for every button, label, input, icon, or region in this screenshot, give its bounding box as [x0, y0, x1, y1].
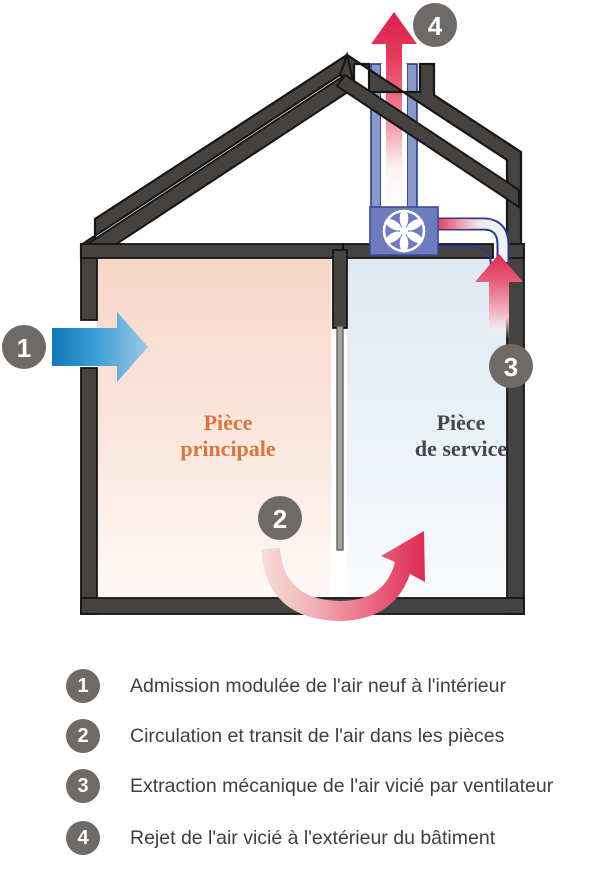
- marker-4-number: 4: [428, 11, 443, 41]
- legend-text-3: Extraction mécanique de l'air vicié par …: [130, 774, 554, 797]
- ventilator-fan-unit: [369, 206, 439, 256]
- legend-badge-4: 4: [66, 821, 100, 855]
- room-service-label-line1: Pièce: [437, 410, 486, 435]
- marker-4[interactable]: 4: [413, 3, 457, 47]
- legend-item-2[interactable]: 2 Circulation et transit de l'air dans l…: [66, 712, 600, 760]
- room-label-main: Pièce principale: [180, 410, 276, 461]
- legend: 1 Admission modulée de l'air neuf à l'in…: [0, 658, 600, 875]
- room-main-label-line1: Pièce: [204, 410, 253, 435]
- legend-item-4[interactable]: 4 Rejet de l'air vicié à l'extérieur du …: [66, 814, 600, 862]
- legend-text-2: Circulation et transit de l'air dans les…: [130, 724, 505, 747]
- partition-wall: [332, 249, 348, 329]
- arrow-air-intake: [52, 312, 148, 382]
- legend-item-1[interactable]: 1 Admission modulée de l'air neuf à l'in…: [66, 662, 600, 710]
- marker-2[interactable]: 2: [258, 496, 302, 540]
- room-main: [97, 258, 331, 610]
- marker-1[interactable]: 1: [2, 325, 46, 369]
- room-service-label-line2: de service: [415, 436, 507, 461]
- arrow-air-transfer: [261, 531, 425, 621]
- room-main-label-line2: principale: [180, 436, 276, 461]
- roof-beams: [81, 73, 520, 260]
- marker-1-number: 1: [17, 333, 31, 363]
- arrow-mechanical-extraction: [475, 254, 523, 338]
- legend-text-1: Admission modulée de l'air neuf à l'inté…: [130, 674, 506, 697]
- marker-3[interactable]: 3: [489, 344, 533, 388]
- fan-blades-icon: [385, 209, 423, 253]
- legend-badge-1: 1: [66, 669, 100, 703]
- house-structure: [80, 243, 525, 615]
- room-label-service: Pièce de service: [415, 410, 507, 461]
- legend-badge-2: 2: [66, 719, 100, 753]
- extraction-duct: [432, 217, 510, 267]
- legend-badge-3: 3: [66, 769, 100, 803]
- marker-2-number: 2: [273, 504, 287, 534]
- door-undercut: [336, 325, 344, 551]
- marker-3-number: 3: [504, 352, 518, 382]
- legend-item-3[interactable]: 3 Extraction mécanique de l'air vicié pa…: [66, 762, 600, 810]
- legend-text-4: Rejet de l'air vicié à l'extérieur du bâ…: [130, 826, 496, 849]
- ventilation-diagram: Pièce principale Pièce de service 1 2 3 …: [2, 3, 533, 621]
